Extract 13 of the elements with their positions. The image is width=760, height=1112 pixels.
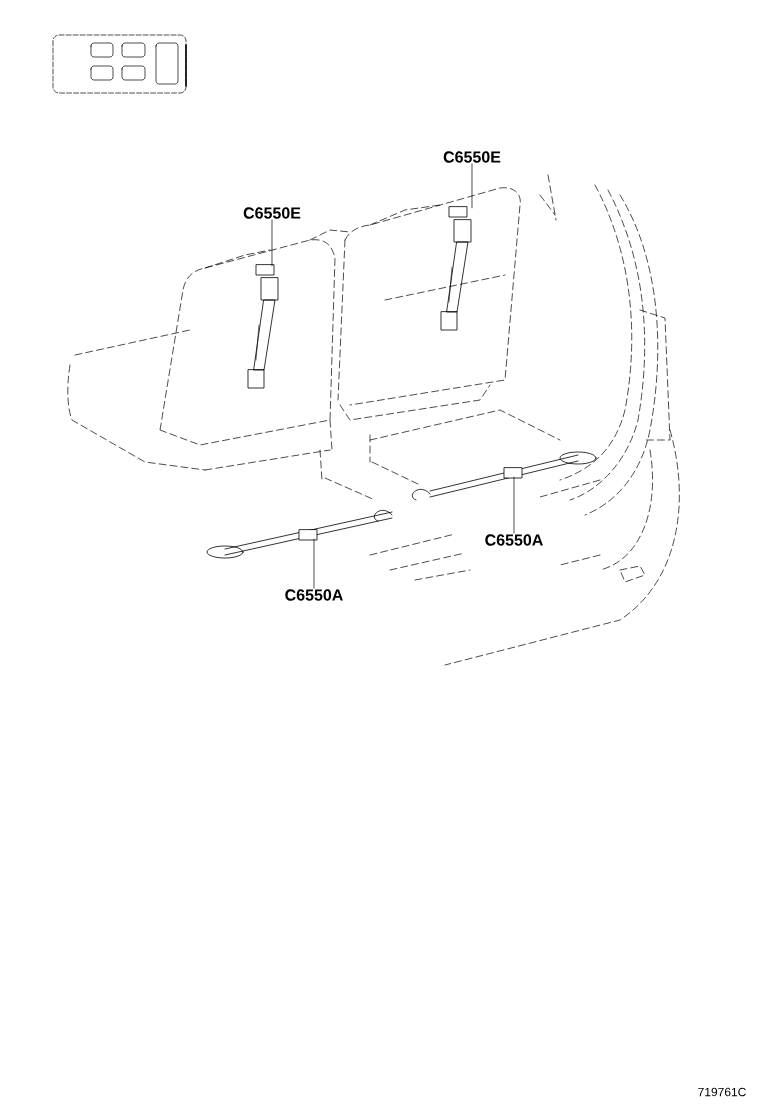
leader-line xyxy=(271,219,273,267)
part-number: C6550E xyxy=(443,151,501,163)
drawing-number: 719761C xyxy=(698,1087,746,1097)
part-number: C6550E xyxy=(243,207,301,219)
seat-belt-strap xyxy=(440,206,472,331)
leader-line xyxy=(471,163,473,209)
tie-down-strap xyxy=(206,509,393,559)
leader-line xyxy=(313,538,315,589)
part-number: C6550A xyxy=(285,589,343,601)
tie-down-strap xyxy=(411,451,597,501)
part-number: C6550A xyxy=(485,534,543,546)
leader-line xyxy=(513,476,515,534)
seat-belt-strap xyxy=(247,264,279,389)
